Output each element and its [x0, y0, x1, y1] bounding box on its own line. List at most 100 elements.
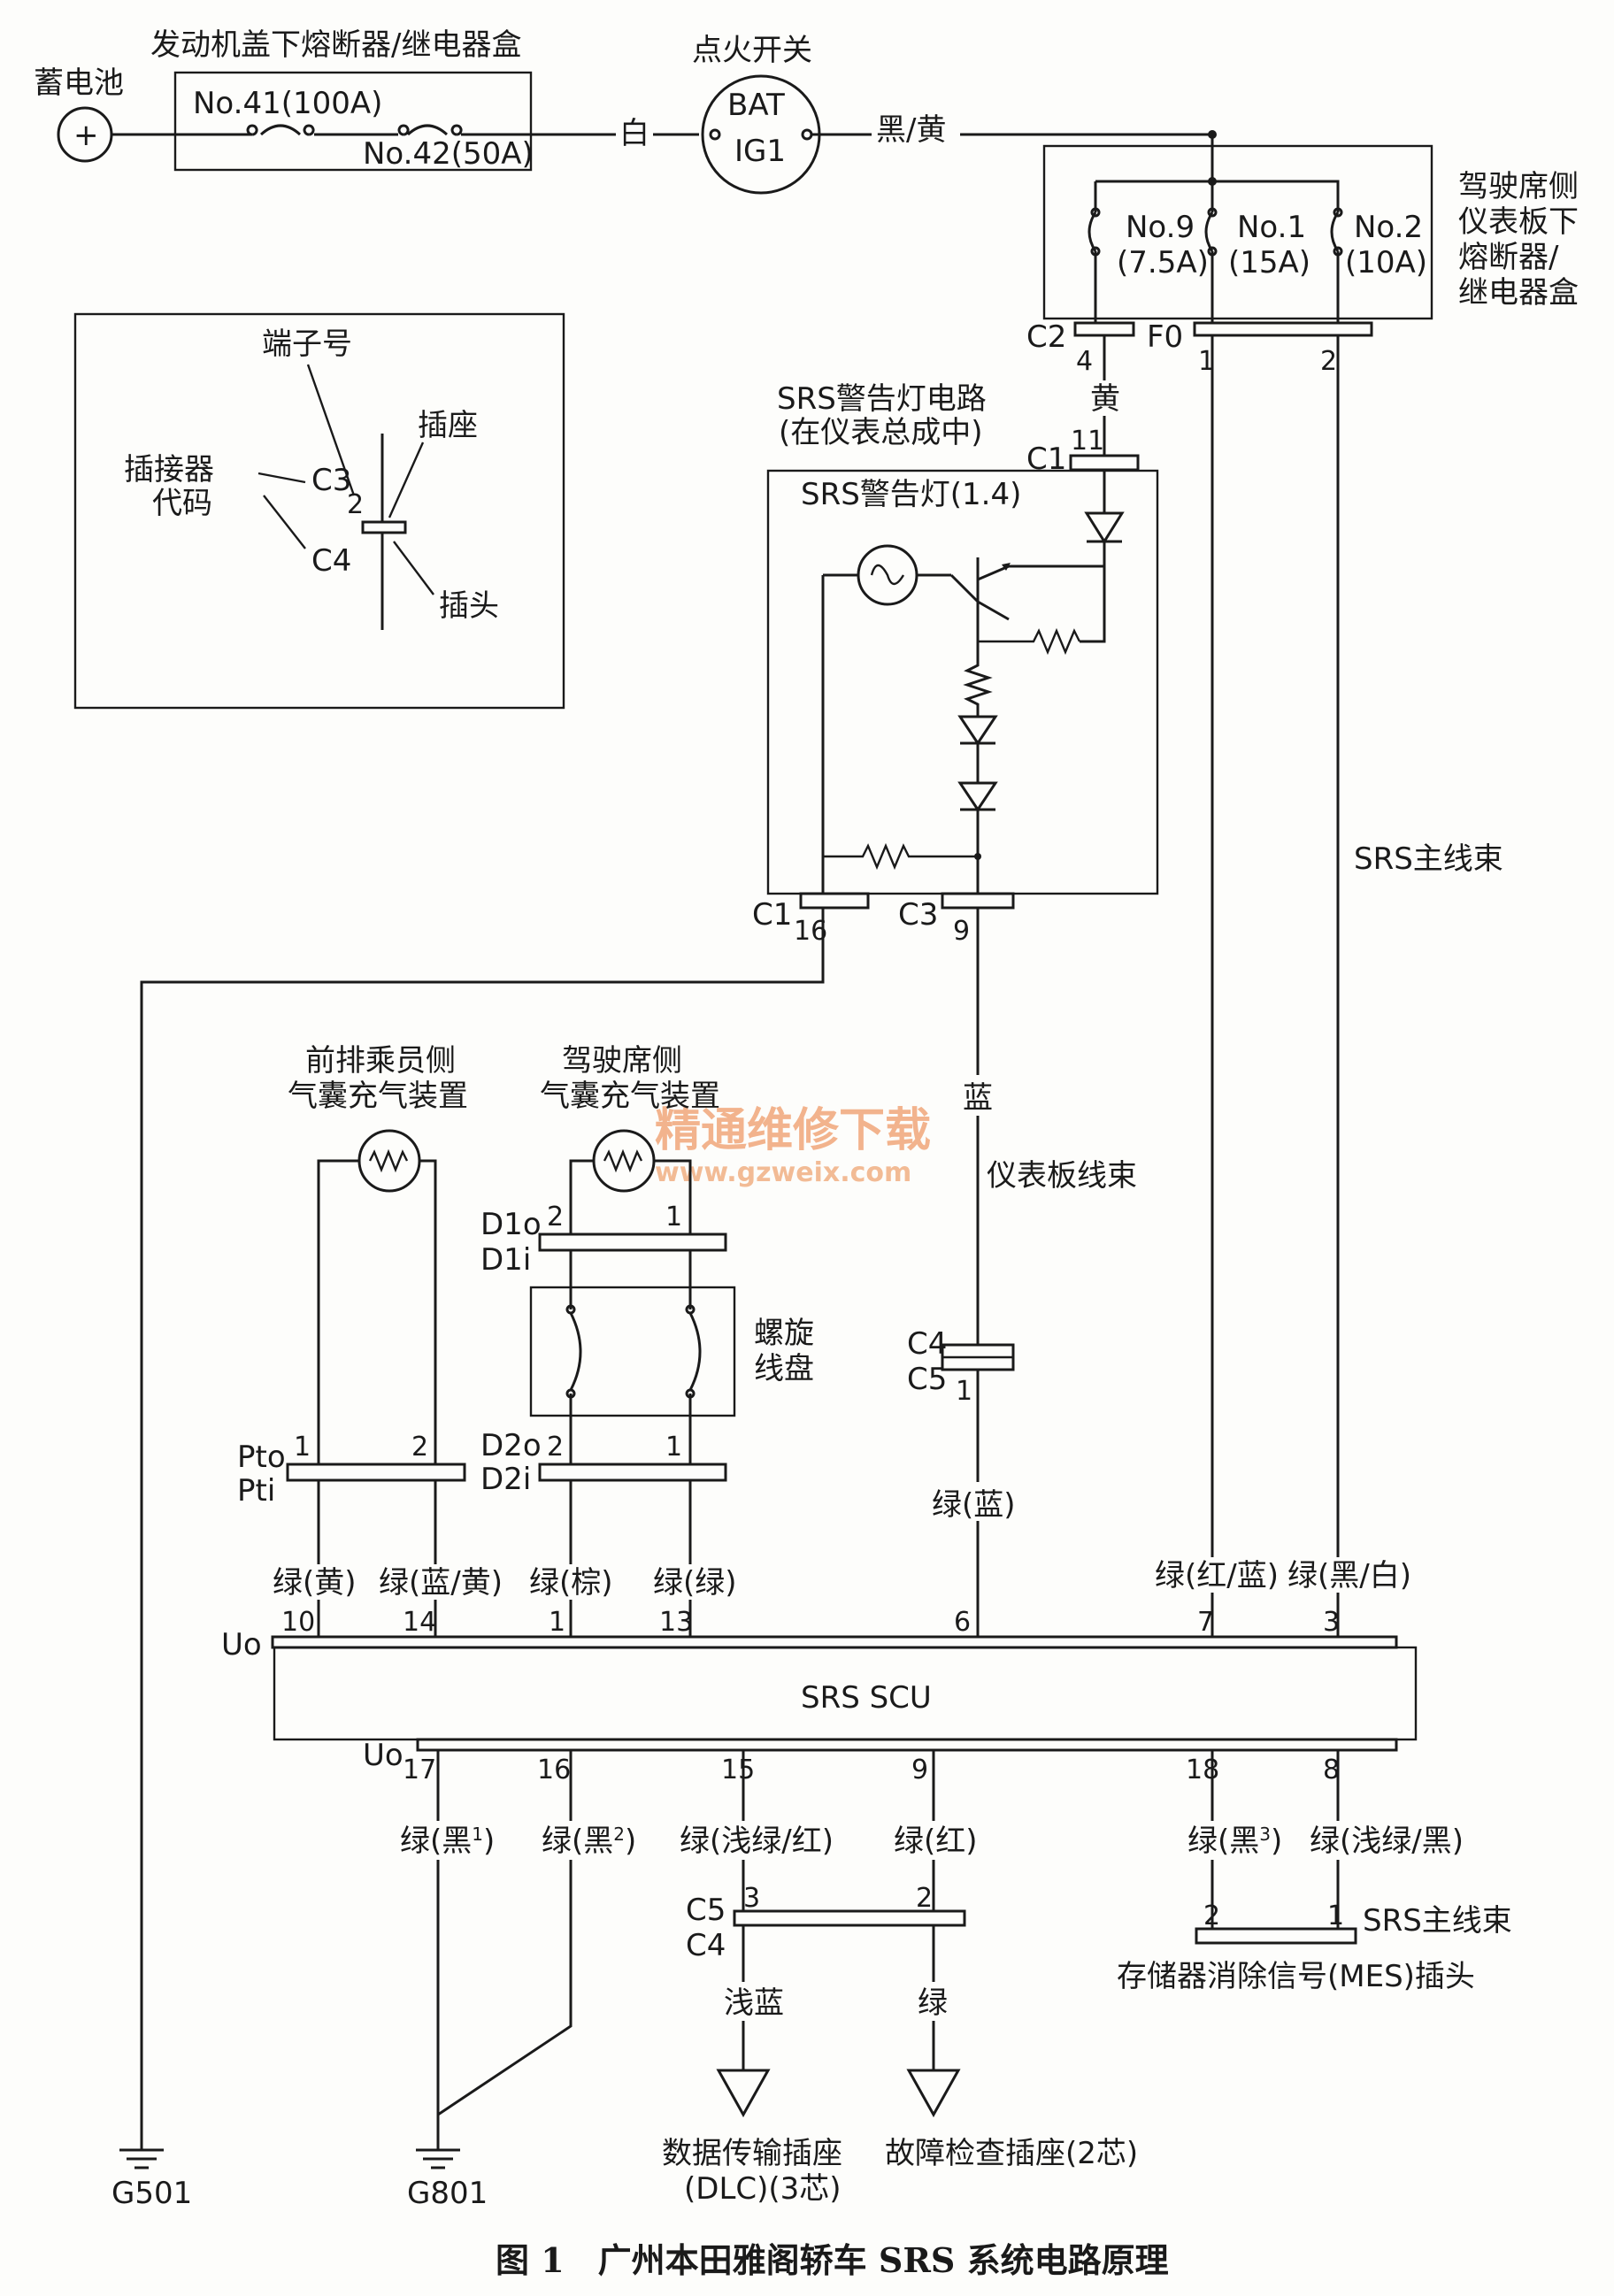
ignition-title: 点火开关: [692, 33, 812, 68]
spiral-cable: 螺旋 线盘 D2o D2i 2 1: [480, 1250, 814, 1637]
d1o-pin2: 2: [547, 1202, 564, 1232]
harness-main-label: SRS主线束: [1354, 841, 1503, 877]
pti-label: Pti: [237, 1473, 275, 1509]
warning-circuit-title: SRS警告灯电路: [777, 381, 987, 417]
c5-mid: C5: [907, 1362, 947, 1397]
c1-top: C1: [1026, 442, 1066, 477]
passenger-inflator: 前排乘员侧 气囊充气装置 Pto Pti 1 2: [237, 1043, 468, 1637]
pin-15: 15: [721, 1755, 755, 1785]
ignition-switch: 点火开关 BAT IG1: [692, 33, 821, 195]
dlc-label-1: 数据传输插座: [662, 2136, 842, 2171]
pin9: 9: [953, 916, 970, 947]
fuse-no2: No.2: [1354, 210, 1423, 245]
legend-socket: 插座: [418, 408, 478, 443]
g501-label: G501: [111, 2176, 192, 2211]
legend-c3: C3: [311, 463, 351, 498]
ground-g501: G501: [111, 2148, 192, 2211]
spiral-l1: 螺旋: [754, 1316, 814, 1351]
c4-mid: C4: [907, 1326, 947, 1362]
wire-label-14: 绿(蓝/黄): [379, 1565, 503, 1601]
wire-label-17: 绿(黑1): [400, 1824, 495, 1859]
c5-pin3: 3: [743, 1883, 760, 1914]
mes-pin2: 2: [1203, 1901, 1220, 1931]
scu-label: SRS SCU: [801, 1680, 932, 1716]
driver-fuse-box-title-2: 仪表板下: [1458, 204, 1579, 240]
ignition-ig1: IG1: [734, 134, 786, 169]
d2o-pin1: 1: [665, 1432, 682, 1463]
c4-bottom: C4: [686, 1928, 726, 1963]
wire-label-18: 绿(黑3): [1187, 1824, 1282, 1859]
mes-label: 存储器消除信号(MES)插头: [1117, 1959, 1475, 1994]
legend-c4: C4: [311, 543, 351, 579]
engine-fuse-box: 发动机盖下熔断器/继电器盒 No.41(100A) No.42(50A): [150, 27, 534, 172]
f0-pin2: 2: [1320, 346, 1337, 377]
wire-green-blue-label: 绿(蓝): [932, 1487, 1016, 1523]
fuse-no1-rating: (15A): [1228, 245, 1310, 280]
wire-label-1: 绿(棕): [529, 1565, 613, 1601]
wire-green-label: 绿: [918, 1985, 948, 2021]
fuse-no2-rating: (10A): [1345, 245, 1427, 280]
warning-circuit-subtitle: (在仪表总成中): [779, 415, 983, 450]
c1-bottom: C1: [752, 897, 792, 933]
d1o-pin1: 1: [665, 1202, 682, 1232]
d2o-pin2: 2: [547, 1432, 564, 1463]
pin-6: 6: [954, 1607, 971, 1638]
passenger-inflator-l2: 气囊充气装置: [288, 1079, 468, 1114]
pin-9b: 9: [911, 1755, 928, 1785]
warning-light-circuit: SRS警告灯电路 (在仪表总成中) C1 11 SRS警告灯(1.4) C1 1…: [140, 381, 1159, 2150]
panel-harness-label: 仪表板线束: [987, 1158, 1137, 1194]
legend-terminal: 端子号: [262, 326, 352, 362]
fuse-no42: No.42(50A): [363, 136, 534, 172]
dlc-connector-symbol: [716, 2069, 771, 2118]
d2i-label: D2i: [480, 1462, 531, 1497]
wire-label-8: 绿(浅绿/黑): [1310, 1824, 1464, 1859]
wire-white-label-2: 白: [619, 116, 649, 151]
wire-label-9: 绿(红): [894, 1824, 978, 1859]
watermark-cn: 精通维修下载: [655, 1103, 931, 1157]
wire-label-10: 绿(黄): [273, 1565, 357, 1601]
mes-harness: SRS主线束: [1363, 1903, 1512, 1939]
driver-inflator-l2: 气囊充气装置: [540, 1079, 720, 1114]
c5-bottom: C5: [686, 1893, 726, 1928]
connector-c2: C2: [1026, 319, 1066, 355]
pin-18: 18: [1186, 1755, 1219, 1785]
pin-1: 1: [549, 1607, 565, 1638]
ignition-bat: BAT: [727, 88, 785, 123]
wire-blue-label: 蓝: [963, 1080, 993, 1116]
g801-label: G801: [407, 2176, 488, 2211]
pin-13: 13: [659, 1607, 693, 1638]
diag-connector-symbol: [906, 2069, 961, 2118]
uo-bottom: Uo: [363, 1738, 404, 1773]
pin-7: 7: [1197, 1607, 1214, 1638]
legend-box: 端子号 插座 插接器 代码 C3 C4 2 插头: [73, 312, 565, 710]
c3-label: C3: [898, 897, 938, 933]
d2o-label: D2o: [480, 1428, 542, 1463]
d1i-label: D1i: [480, 1242, 531, 1278]
uo-top: Uo: [221, 1627, 262, 1662]
fuse-no9-rating: (7.5A): [1117, 245, 1209, 280]
legend-connector-code-2: 代码: [152, 486, 212, 521]
dlc-label-2: (DLC)(3芯): [684, 2171, 842, 2207]
wire-label-15: 绿(浅绿/红): [680, 1824, 834, 1859]
passenger-inflator-l1: 前排乘员侧: [305, 1043, 456, 1079]
srs-lamp-label: SRS警告灯(1.4): [801, 477, 1021, 512]
battery-label: 蓄电池: [34, 65, 124, 101]
pin11: 11: [1071, 426, 1104, 457]
wire-label-13: 绿(绿): [653, 1565, 737, 1601]
fuse-no41: No.41(100A): [193, 86, 382, 121]
figure-caption: 图 1 广州本田雅阁轿车 SRS 系统电路原理: [496, 2240, 1169, 2280]
battery: 蓄电池 +: [34, 65, 124, 163]
d1o-label: D1o: [480, 1207, 542, 1242]
srs-scu: SRS SCU Uo Uo: [221, 1627, 1418, 1773]
pin-8: 8: [1323, 1755, 1340, 1785]
pin-14: 14: [403, 1607, 436, 1638]
pto-pin2: 2: [411, 1432, 428, 1463]
ground-g801: G801: [407, 2148, 488, 2211]
pin-3: 3: [1323, 1607, 1340, 1638]
driver-inflator: 驾驶席侧 气囊充气装置 D1o D1i 2 1: [480, 1043, 727, 1278]
pin-16: 16: [537, 1755, 571, 1785]
fuse-no1: No.1: [1237, 210, 1306, 245]
wire-light-blue-label: 浅蓝: [724, 1985, 784, 2021]
driver-fuse-box-title-4: 继电器盒: [1458, 275, 1579, 311]
